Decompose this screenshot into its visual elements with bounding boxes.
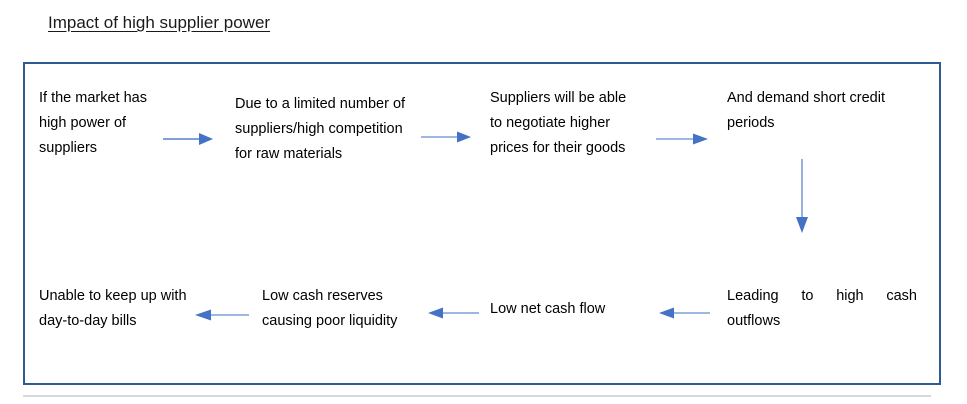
flow-step-7-line-2: causing poor liquidity [262,313,398,329]
flow-step-2-line-3: for raw materials [235,146,343,162]
arrow-right-step3-step4 [656,132,708,146]
diagram-frame: If the market has high power of supplier… [23,62,941,385]
flow-step-4-line-1: And demand short credit [727,90,885,106]
page-title: Impact of high supplier power [48,13,271,32]
flow-step-2-line-2: suppliers/high competition [235,121,403,137]
flow-step-5-line-2: outflows [727,313,781,329]
flow-step-4: And demand short credit periods [727,86,922,136]
flow-step-6: Low net cash flow [490,297,635,322]
flow-step-2-line-1: Due to a limited number of [235,96,406,112]
arrow-left-step6-step7 [423,306,479,320]
flow-step-3: Suppliers will be able to negotiate high… [490,86,665,161]
flow-step-5-line-1: Leading to high cash [727,288,917,304]
flow-step-1-line-2: high power of [39,115,127,131]
flow-step-1-line-3: suppliers [39,140,98,156]
flow-step-1-line-1: If the market has [39,90,147,106]
arrow-right-step1-step2 [163,132,213,146]
flow-step-8: Unable to keep up with day-to-day bills [39,284,204,334]
horizontal-rule [23,395,931,397]
flow-step-7-line-1: Low cash reserves [262,288,383,304]
arrow-down-step4-step5 [795,159,809,233]
flow-step-3-line-1: Suppliers will be able [490,90,627,106]
flow-step-7: Low cash reserves causing poor liquidity [262,284,434,334]
flow-step-3-line-2: to negotiate higher [490,115,611,131]
flow-step-2: Due to a limited number of suppliers/hig… [235,92,450,167]
flow-step-1: If the market has high power of supplier… [39,86,189,161]
flow-step-3-line-3: prices for their goods [490,140,626,156]
flow-step-8-line-2: day-to-day bills [39,313,137,329]
arrow-left-step7-step8 [191,308,249,322]
arrow-left-step5-step6 [654,306,710,320]
flow-step-6-line-1: Low net cash flow [490,301,606,317]
arrow-right-step2-step3 [421,130,471,144]
flow-step-4-line-2: periods [727,115,775,131]
flow-step-5: Leading to high cash outflows [727,284,917,334]
flow-step-8-line-1: Unable to keep up with [39,288,187,304]
